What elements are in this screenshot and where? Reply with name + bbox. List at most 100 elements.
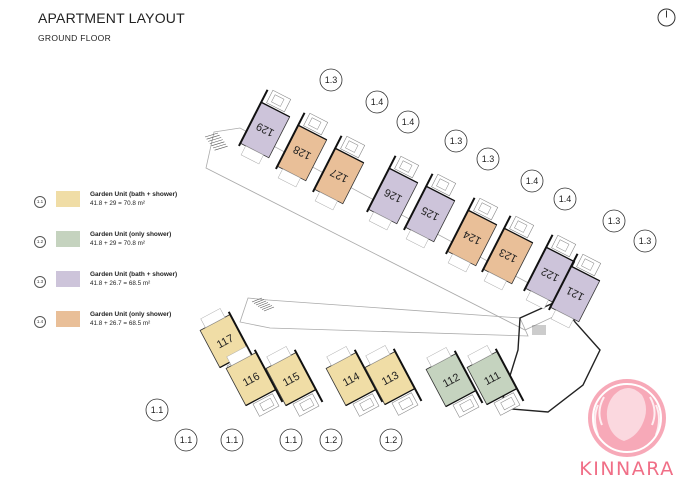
unit-123: 123 [481, 215, 535, 291]
unit-111: 111 [466, 345, 525, 416]
stair-tread [251, 297, 263, 303]
unit-127: 127 [312, 135, 366, 211]
unit-terrace [551, 234, 577, 258]
legend-unit-area: 41.8 + 26.7 = 68.5 m² [90, 320, 151, 327]
unit-type-badge: 1.3 [319, 68, 343, 92]
legend-item: 1.1 Garden Unit (bath + shower) 41.8 + 2… [34, 190, 234, 230]
legend-unit-name: Garden Unit (bath + shower) [90, 271, 178, 278]
unit-terrace [340, 135, 366, 159]
legend-swatch [56, 231, 80, 247]
unit-wall [445, 389, 477, 408]
badge-label: 1.1 [151, 405, 164, 415]
badge-circle [319, 68, 343, 92]
unit-bath [459, 398, 475, 413]
unit-terrace [493, 392, 521, 416]
unit-type-badge: 1.1 [174, 428, 198, 452]
badge-circle [379, 428, 403, 452]
legend-code: 1.3 [34, 276, 46, 288]
unit-wall [238, 89, 269, 147]
legend: 1.1 Garden Unit (bath + shower) 41.8 + 2… [34, 190, 234, 350]
legend-unit-name: Garden Unit (bath + shower) [90, 191, 178, 198]
unit-entry [326, 346, 352, 366]
unit-113: 113 [364, 345, 423, 416]
north-arrow-icon [657, 8, 676, 27]
badge-circle [520, 169, 544, 193]
badge-label: 1.2 [325, 435, 338, 445]
unit-entry [226, 346, 252, 366]
unit-type-badge: 1.3 [444, 129, 468, 153]
unit-wall [245, 388, 277, 407]
unit-125: 125 [403, 173, 457, 249]
lower-corridor [239, 297, 529, 337]
unit-wall [293, 349, 324, 403]
badge-label: 1.4 [559, 194, 572, 204]
unit-wall [297, 124, 327, 141]
unit-bath [478, 202, 492, 215]
unit-wall [260, 101, 290, 118]
legend-unit-area: 41.8 + 29 = 70.8 m² [90, 200, 145, 207]
badge-circle [174, 428, 198, 452]
unit-wall [453, 350, 484, 404]
unit-wall [545, 246, 575, 263]
badge-circle [396, 110, 420, 134]
unit-entry [550, 309, 574, 329]
unit-wall [481, 215, 512, 273]
unit-wall [523, 234, 554, 292]
unit-bath [259, 397, 275, 412]
stair-tread [214, 145, 228, 151]
legend-unit-name: Garden Unit (only shower) [90, 231, 172, 238]
badge-label: 1.2 [385, 435, 398, 445]
badge-label: 1.4 [402, 117, 415, 127]
legend-swatch [56, 311, 80, 327]
unit-bath [514, 220, 528, 233]
badge-circle [602, 209, 626, 233]
legend-code: 1.2 [34, 236, 46, 248]
unit-entry [266, 346, 292, 366]
unit-bath [500, 396, 516, 411]
unit-bath [581, 258, 595, 271]
unit-wall [503, 227, 533, 244]
unit-type-badge: 1.1 [279, 428, 303, 452]
unit-wall [388, 167, 418, 184]
badge-label: 1.1 [226, 435, 239, 445]
stair-tread [253, 299, 265, 304]
unit-terrace [576, 253, 602, 277]
legend-code: 1.1 [34, 196, 46, 208]
badge-circle [279, 428, 303, 452]
unit-entry [525, 290, 549, 310]
unit-114: 114 [325, 346, 384, 417]
unit-terrace [266, 89, 292, 113]
unit-terrace [391, 392, 419, 416]
badge-label: 1.3 [639, 236, 652, 246]
legend-unit-area: 41.8 + 26.7 = 68.5 m² [90, 280, 151, 287]
unit-type-badge: 1.3 [602, 209, 626, 233]
unit-wall [353, 349, 384, 403]
stair-tread [255, 300, 267, 306]
kinnara-logo-icon [588, 379, 666, 457]
unit-type-badge: 1.2 [379, 428, 403, 452]
badge-circle [220, 428, 244, 452]
unit-entry [483, 271, 507, 291]
unit-terrace [252, 393, 280, 417]
legend-item: 1.2 Garden Unit (only shower) 41.8 + 29 … [34, 230, 234, 270]
unit-entry [365, 345, 391, 365]
page-title: APARTMENT LAYOUT [38, 10, 185, 26]
legend-unit-area: 41.8 + 29 = 70.8 m² [90, 240, 145, 247]
unit-112: 112 [425, 347, 484, 418]
unit-type-badge: 1.1 [145, 398, 169, 422]
stairs [204, 132, 546, 335]
badge-circle [444, 129, 468, 153]
unit-wall [384, 387, 416, 406]
badge-label: 1.3 [450, 136, 463, 146]
unit-terrace [292, 393, 320, 417]
unit-type-badge: 1.4 [365, 90, 389, 114]
unit-type-badge: 1.4 [553, 187, 577, 211]
badge-label: 1.3 [608, 216, 621, 226]
unit-121: 121 [548, 253, 602, 329]
unit-wall [392, 348, 423, 402]
unit-bath [359, 397, 375, 412]
unit-wall [312, 135, 343, 193]
unit-124: 124 [445, 197, 499, 273]
